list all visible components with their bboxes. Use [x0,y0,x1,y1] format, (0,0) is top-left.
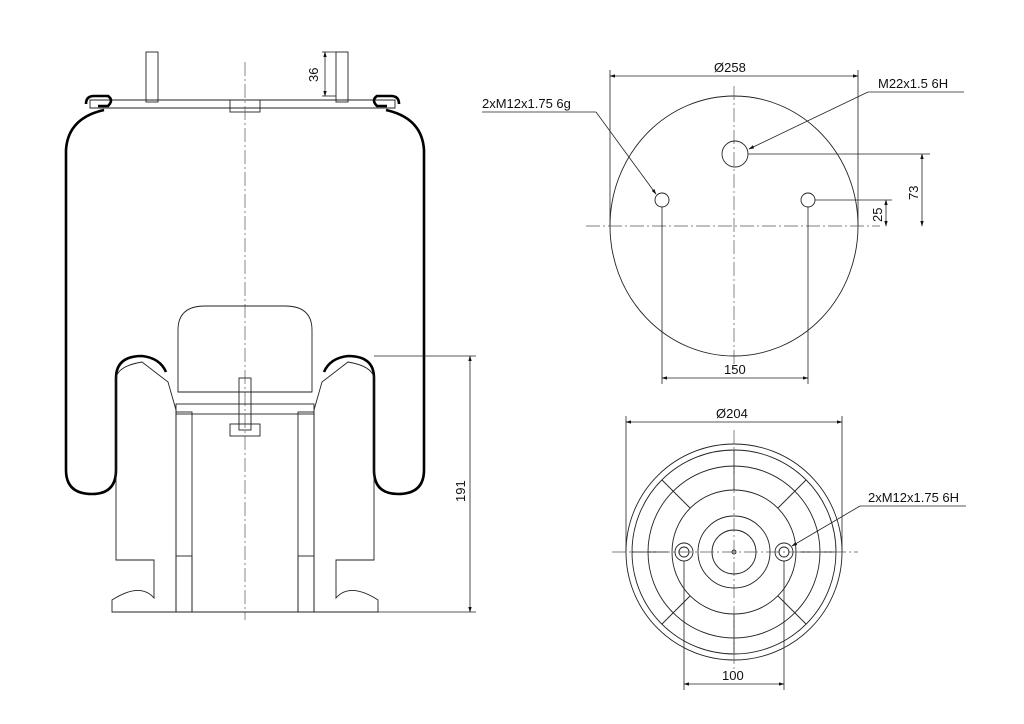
piston-insert-right [297,555,315,613]
label-air-port: M22x1.5 6H [878,76,948,91]
side-section-view: 36 191 [64,51,476,620]
leader-stud-thread [595,111,657,195]
dim-stud-spacing: 150 [724,362,746,377]
dim-total-height: 191 [453,480,468,502]
label-bottom-thread: 2xM12x1.75 6H [868,490,959,505]
top-plate-crimp-right [372,94,401,108]
leader-bottom-thread [791,505,861,547]
piston-top-plate [175,403,315,415]
bumper [177,305,313,393]
top-plate-crimp-left [84,94,113,108]
top-plate [89,99,396,109]
center-nut [229,423,261,437]
stud-hole-right [800,192,816,208]
piston-inner-right [297,411,315,613]
air-port-hole [721,140,749,168]
piston-left [111,361,177,613]
stud-right [335,51,349,103]
dim-stud-height: 36 [306,68,321,82]
top-view: Ø258 2xM12x1.75 6g M22x1.5 6H 73 25 150 [482,60,964,384]
leader-air-port [748,91,869,150]
bottom-view: Ø204 2xM12x1.75 6H 100 [612,406,966,690]
dim-port-offset: 73 [906,186,921,200]
bellow-membrane [64,108,426,496]
dim-stud-offset: 25 [870,208,885,222]
piston-inner-left [175,411,193,613]
piston-right [313,361,379,613]
stud-left [145,51,159,103]
center-bolt [238,377,252,431]
label-stud-thread: 2xM12x1.75 6g [482,96,571,111]
dim-hole-spacing: 100 [722,668,744,683]
dim-top-diameter: Ø258 [714,60,746,75]
piston-insert-left [175,555,193,613]
stud-hole-left [654,192,670,208]
dim-bottom-diameter: Ø204 [716,406,748,421]
